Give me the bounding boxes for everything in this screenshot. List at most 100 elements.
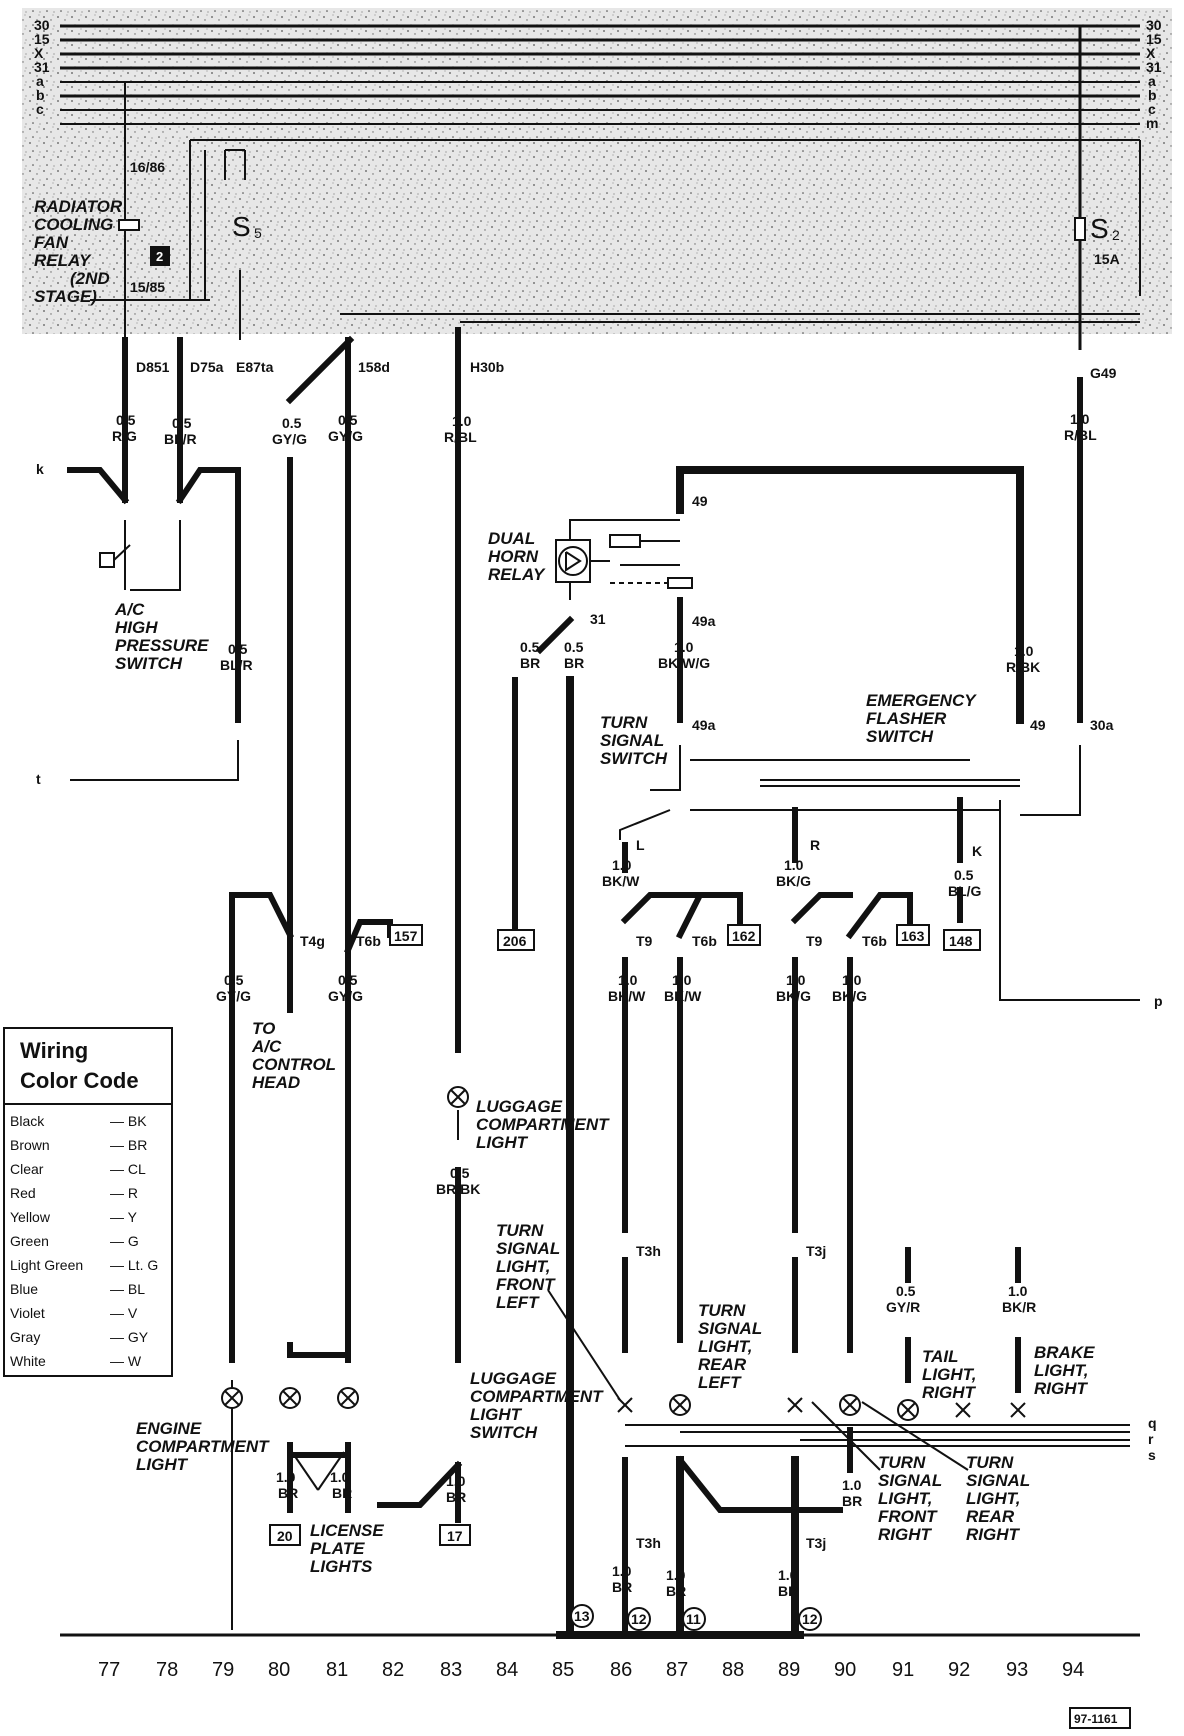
column-number: 91 (892, 1659, 914, 1681)
column-number: 90 (834, 1659, 856, 1681)
ac-switch-label: A/C (114, 600, 145, 619)
wire-color: BK/W (602, 873, 640, 889)
ac-switch-label: SWITCH (115, 654, 183, 673)
lamps (221, 1086, 1026, 1421)
license-lights-label: LICENSE (310, 1521, 384, 1540)
column-number: 82 (382, 1659, 404, 1681)
wire-gauge: 1.0 (786, 972, 806, 988)
wire-color: GY/G (216, 988, 251, 1004)
connector-code: D75a (190, 359, 224, 375)
legend-row: Light Green — Lt. G (10, 1257, 158, 1273)
legend-color-code: — CL (110, 1161, 146, 1177)
connector-codes: D851 D75a E87ta 158d H30b G49 (136, 359, 1117, 381)
legend-color-code: — G (110, 1233, 139, 1249)
ac-head-label: HEAD (252, 1073, 300, 1092)
ground-refs: 13 12 11 12 (570, 1604, 822, 1631)
wire-gauge: 1.0 (452, 413, 472, 429)
connector-code: H30b (470, 359, 504, 375)
connector-label: T6b (356, 933, 381, 949)
edge-label-k: k (36, 461, 44, 477)
connector-label: T3h (636, 1535, 661, 1551)
wire-color: BR/BK (436, 1181, 480, 1197)
luggage-light-label: LIGHT (476, 1133, 529, 1152)
legend-row: Violet — V (10, 1305, 138, 1321)
color-code-legend: Wiring Color Code Black — BK Brown — BR … (3, 1027, 173, 1377)
connector-label: T3j (806, 1535, 826, 1551)
legend-row: Gray — GY (10, 1329, 149, 1345)
wire-color: GY/R (886, 1299, 920, 1315)
wire-gauge: 0.5 (450, 1165, 470, 1181)
column-number: 89 (778, 1659, 800, 1681)
luggage-switch-label: SWITCH (470, 1423, 538, 1442)
wire-gauge: 1.0 (276, 1469, 296, 1485)
fuse-s5: S 5 (224, 149, 262, 340)
tail-light-lamp (897, 1399, 971, 1421)
terminal-label: K (972, 843, 982, 859)
edge-label-s: s (1148, 1447, 1156, 1463)
wires (60, 327, 1140, 1639)
column-numbers: 77 78 79 80 81 82 83 84 85 86 87 88 89 9… (98, 1659, 1084, 1681)
bus-label: m (1146, 115, 1158, 131)
wire-gauge: 0.5 (520, 639, 540, 655)
ac-head-label: CONTROL (252, 1055, 336, 1074)
wire-gauge: 1.0 (612, 1563, 632, 1579)
luggage-switch-label: COMPARTMENT (470, 1387, 604, 1406)
wire-gauge: 0.5 (116, 412, 136, 428)
wire-color: BR (446, 1489, 466, 1505)
wire-gauge: 0.5 (896, 1283, 916, 1299)
turn-rear-left-label: LIGHT, (698, 1337, 752, 1356)
relay-badge (150, 246, 170, 266)
turn-rear-right-lamp (839, 1394, 861, 1416)
wire-color: R/G (112, 428, 137, 444)
terminal-label: 30a (1090, 717, 1114, 733)
leader-lines (291, 1289, 969, 1491)
license-light-lamp (279, 1387, 301, 1409)
wire-gauge: 1.0 (842, 1477, 862, 1493)
wire-color: BR (842, 1493, 862, 1509)
relay-name: RELAY (34, 251, 92, 270)
column-number: 92 (948, 1659, 970, 1681)
bus-label: b (36, 87, 45, 103)
wire-gauge: 1.0 (612, 857, 632, 873)
column-number: 80 (268, 1659, 290, 1681)
brake-light-lamp (1010, 1402, 1026, 1418)
column-number: 84 (496, 1659, 518, 1681)
relay-pin-top: 16/86 (130, 159, 165, 175)
ac-switch-icon (99, 544, 131, 568)
legend-color-name: White (10, 1353, 46, 1369)
wire-gauge: 0.5 (224, 972, 244, 988)
wire-gauge: 1.0 (674, 639, 694, 655)
wire-color: GY/G (328, 988, 363, 1004)
horn-relay-label: RELAY (488, 565, 546, 584)
wire-color: BR (666, 1583, 686, 1599)
license-lights-label: LIGHTS (310, 1557, 373, 1576)
column-number: 77 (98, 1659, 120, 1681)
ac-switch-label: PRESSURE (115, 636, 209, 655)
relay-name: (2ND (70, 269, 110, 288)
turn-front-left-label: LIGHT, (496, 1257, 550, 1276)
relay-name: FAN (34, 233, 69, 252)
connector-label: T9 (806, 933, 823, 949)
legend-color-code: — R (110, 1185, 138, 1201)
legend-color-code: — Y (110, 1209, 138, 1225)
relay-name: STAGE) (34, 287, 97, 306)
ref-box-number: 162 (732, 928, 756, 944)
connector-code: 158d (358, 359, 390, 375)
terminal-label: 31 (590, 611, 606, 627)
turn-front-right-label: RIGHT (878, 1525, 933, 1544)
legend-color-name: Blue (10, 1281, 38, 1297)
column-number: 85 (552, 1659, 574, 1681)
turn-rear-left-label: TURN (698, 1301, 746, 1320)
turn-front-left-lamp (617, 1397, 633, 1413)
bus-label: 15 (1146, 31, 1162, 47)
wire-gauge: 0.5 (172, 415, 192, 431)
turn-front-right-label: TURN (878, 1453, 926, 1472)
fuse-s5-label: S (232, 211, 251, 242)
turn-rear-right-label: RIGHT (966, 1525, 1021, 1544)
ref-box-number: 17 (447, 1528, 463, 1544)
column-number: 87 (666, 1659, 688, 1681)
radiator-fan-relay: 2 16/86 15/85 RADIATOR COOLING FAN RELAY… (34, 82, 170, 340)
engine-light-label: COMPARTMENT (136, 1437, 270, 1456)
bus-label: 30 (1146, 17, 1162, 33)
turn-rear-right-label: LIGHT, (966, 1489, 1020, 1508)
